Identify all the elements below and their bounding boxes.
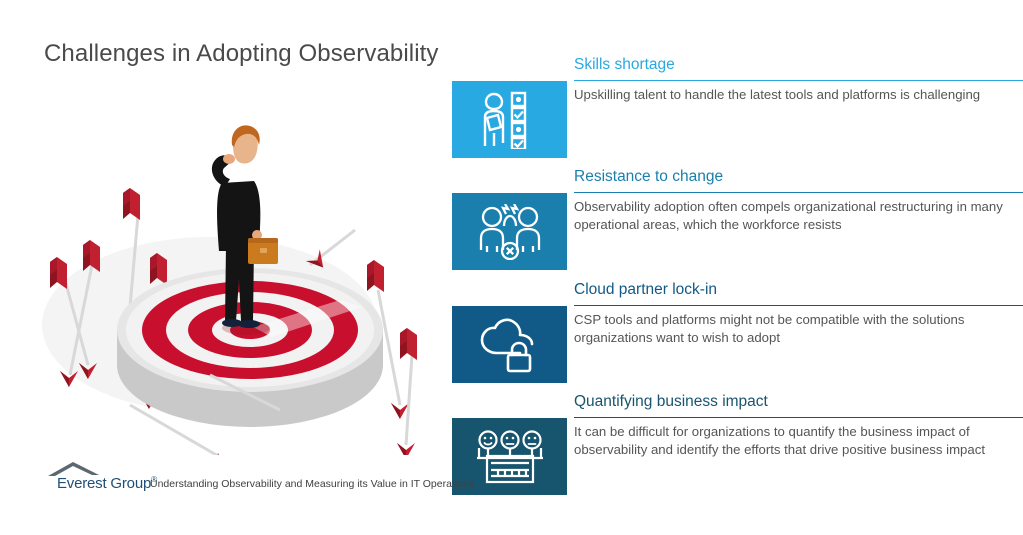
page-title: Challenges in Adopting Observability bbox=[44, 40, 439, 67]
arrow-icon bbox=[129, 403, 233, 477]
registered-mark: ® bbox=[151, 475, 157, 484]
challenge-heading: Quantifying business impact bbox=[574, 393, 768, 410]
challenge-body: Observability adoption often compels org… bbox=[574, 199, 1003, 232]
arrow-icon bbox=[397, 328, 417, 459]
challenge-body: Upskilling talent to handle the latest t… bbox=[574, 87, 981, 102]
cloud-lock-icon bbox=[480, 318, 533, 372]
arrow-icon bbox=[50, 257, 97, 379]
heading-rule bbox=[574, 80, 1023, 81]
footer-tagline: Understanding Observability and Measurin… bbox=[150, 478, 475, 490]
icon-tile bbox=[452, 193, 567, 270]
challenge-heading: Skills shortage bbox=[574, 56, 675, 73]
challenge-body: CSP tools and platforms might not be com… bbox=[574, 312, 965, 345]
bullseye-target bbox=[117, 268, 383, 427]
arrow-icon bbox=[306, 228, 356, 274]
person-checklist-icon bbox=[483, 91, 526, 149]
people-conflict-icon bbox=[479, 203, 540, 260]
footer: Everest Group® Understanding Observabili… bbox=[47, 461, 475, 492]
heading-rule bbox=[574, 305, 1023, 306]
arrow-icon bbox=[367, 260, 409, 419]
icon-tile bbox=[452, 81, 567, 158]
challenge-heading: Resistance to change bbox=[574, 168, 724, 185]
illustration-businessman-missed-target bbox=[10, 75, 440, 477]
icon-tile bbox=[452, 418, 567, 495]
challenge-heading: Cloud partner lock-in bbox=[574, 281, 718, 298]
businessman-figure bbox=[211, 125, 278, 335]
everest-group-logo: Everest Group® bbox=[47, 461, 157, 492]
arrow-icon bbox=[209, 373, 281, 412]
icon-tile bbox=[452, 306, 567, 383]
logo-wordmark: Everest Group® bbox=[57, 475, 157, 492]
arrow-icon bbox=[60, 240, 100, 387]
heading-rule bbox=[574, 417, 1023, 418]
mountain-peak-icon bbox=[48, 462, 99, 476]
control-panel-faces-icon bbox=[476, 429, 543, 483]
challenge-body: It can be difficult for organizations to… bbox=[574, 424, 985, 457]
heading-rule bbox=[574, 192, 1023, 193]
